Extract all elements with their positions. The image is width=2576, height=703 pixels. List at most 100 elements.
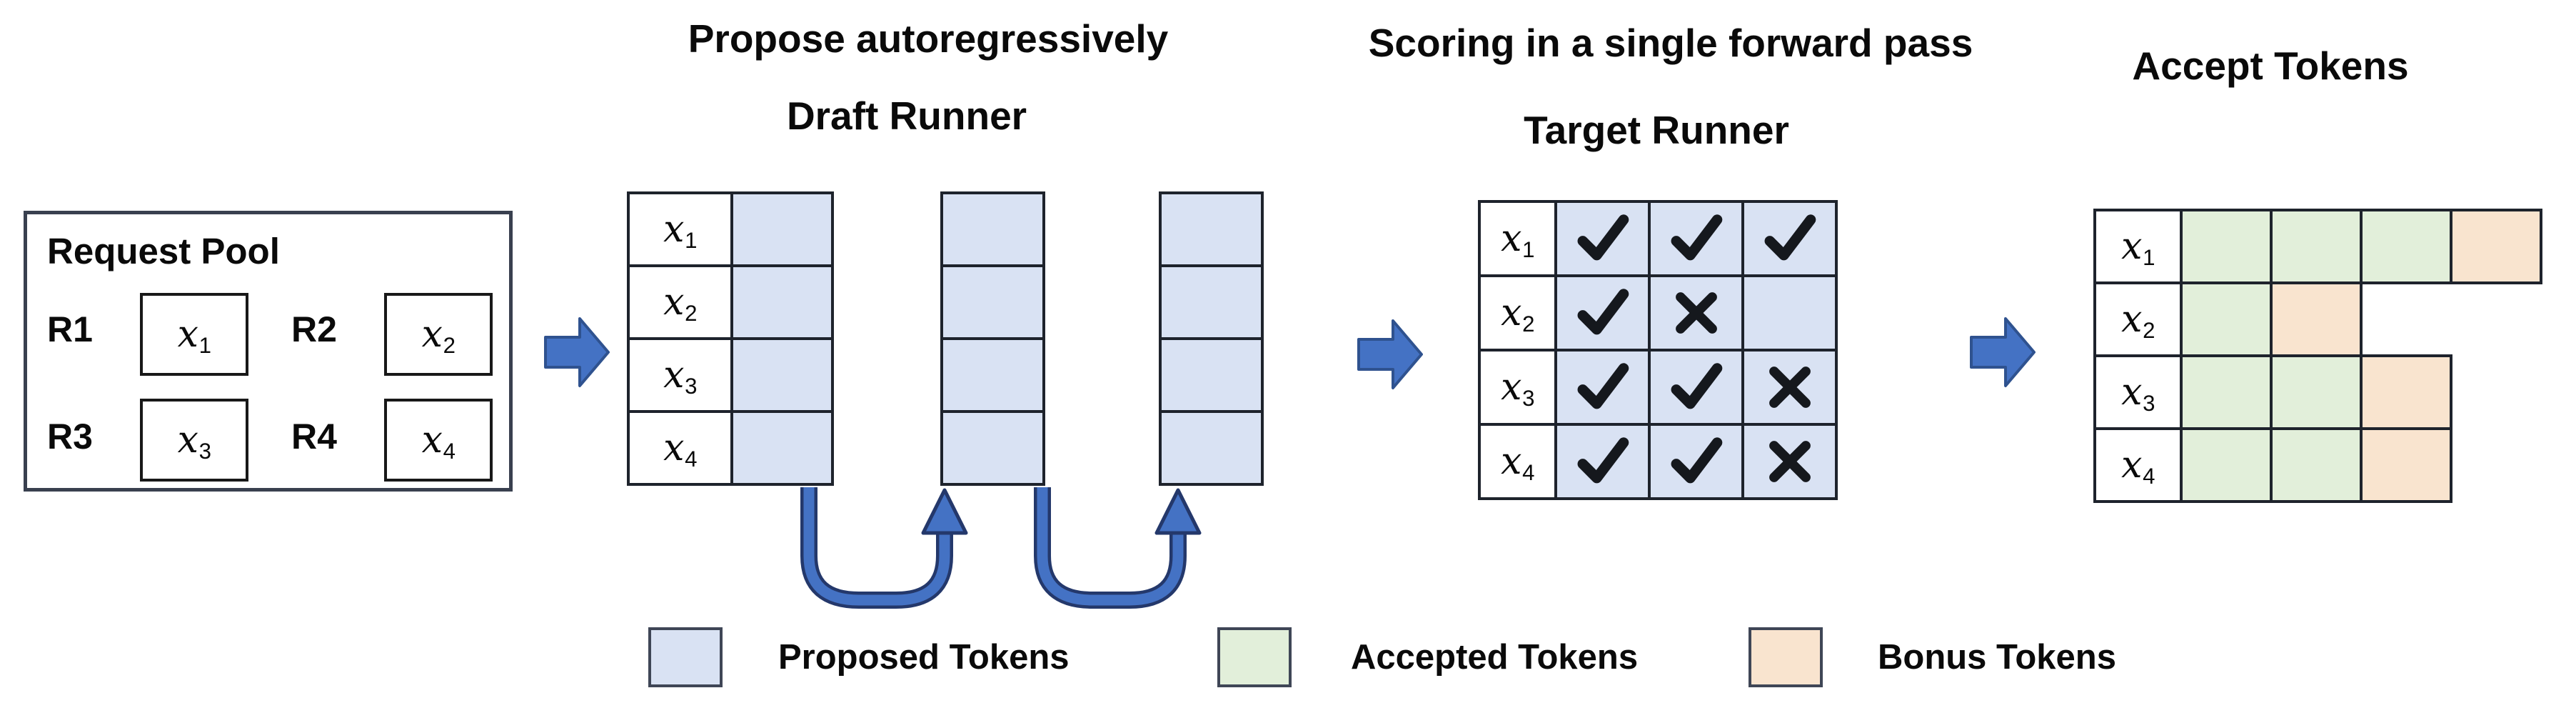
flow-arrow-icon — [1357, 319, 1423, 389]
check-icon — [1671, 363, 1722, 409]
token-label: x2 — [421, 313, 456, 358]
cross-icon — [1769, 441, 1811, 482]
target-row-label-cell: x4 — [1478, 423, 1557, 500]
score-cell — [1554, 274, 1651, 352]
token-label: x3 — [177, 419, 211, 464]
bonus-swatch — [1749, 627, 1823, 687]
accept-row-label-cell: x2 — [2093, 281, 2183, 357]
request-token-box: x3 — [140, 399, 248, 482]
bonus-legend-label: Bonus Tokens — [1878, 638, 2116, 677]
accepted-token-cell — [2360, 209, 2452, 284]
token-label: x1 — [177, 313, 211, 358]
token-label: x2 — [1501, 291, 1535, 336]
token-label: x4 — [1501, 440, 1535, 485]
check-icon — [1671, 437, 1722, 484]
target-row-label-cell: x1 — [1478, 200, 1557, 277]
proposed-token-cell — [940, 337, 1045, 413]
token-label: x1 — [663, 208, 698, 253]
accepted-swatch — [1217, 627, 1292, 687]
accepted-token-cell — [2180, 427, 2273, 503]
target-runner-title: Target Runner — [1524, 108, 1789, 152]
score-cell — [1741, 274, 1838, 352]
request-id-label: R2 — [291, 309, 337, 349]
token-label: x1 — [2121, 225, 2155, 270]
token-label: x4 — [2121, 444, 2155, 489]
loop-arrow-icon — [800, 487, 968, 609]
accept-row-label-cell: x1 — [2093, 209, 2183, 284]
proposed-token-cell — [1159, 337, 1264, 413]
proposed-token-cell — [730, 410, 834, 486]
proposed-token-cell — [1159, 264, 1264, 340]
request-id-label: R3 — [47, 417, 93, 457]
token-label: x4 — [663, 427, 698, 472]
score-cell — [1554, 349, 1651, 426]
proposed-token-cell — [940, 191, 1045, 267]
score-cell — [1554, 200, 1651, 277]
request-id-label: R1 — [47, 309, 93, 349]
draft-runner-title: Draft Runner — [786, 94, 1027, 138]
check-icon — [1577, 363, 1629, 409]
bonus-token-cell — [2360, 354, 2452, 430]
token-label: x4 — [421, 419, 456, 464]
request-pool-title: Request Pool — [47, 231, 280, 271]
score-cell — [1648, 200, 1744, 277]
token-label: x3 — [2121, 371, 2155, 416]
accepted-token-cell — [2270, 427, 2363, 503]
token-label: x3 — [1501, 366, 1535, 411]
accepted-token-cell — [2180, 281, 2273, 357]
request-token-box: x1 — [140, 293, 248, 376]
score-cell — [1741, 200, 1838, 277]
check-icon — [1764, 214, 1816, 261]
proposed-token-cell — [940, 264, 1045, 340]
target-row-label-cell: x2 — [1478, 274, 1557, 352]
accepted-token-cell — [2180, 354, 2273, 430]
check-icon — [1577, 289, 1629, 335]
accept-tokens-title: Accept Tokens — [2132, 44, 2409, 88]
accepted-legend-label: Accepted Tokens — [1351, 638, 1639, 677]
token-label: x2 — [2121, 298, 2155, 343]
flow-arrow-icon — [1970, 317, 2036, 387]
check-icon — [1671, 214, 1722, 261]
bonus-token-cell — [2450, 209, 2542, 284]
cross-icon — [1675, 292, 1717, 334]
draft-row-label-cell: x2 — [627, 264, 733, 340]
target-step-title: Scoring in a single forward pass — [1368, 21, 1973, 65]
score-cell — [1648, 349, 1744, 426]
score-cell — [1648, 423, 1744, 500]
draft-row-label-cell: x1 — [627, 191, 733, 267]
check-icon — [1577, 214, 1629, 261]
accept-row-label-cell: x4 — [2093, 427, 2183, 503]
proposed-token-cell — [730, 191, 834, 267]
score-cell — [1741, 349, 1838, 426]
draft-row-label-cell: x4 — [627, 410, 733, 486]
request-id-label: R4 — [291, 417, 337, 457]
proposed-legend-label: Proposed Tokens — [778, 638, 1070, 677]
proposed-token-cell — [940, 410, 1045, 486]
accepted-token-cell — [2270, 209, 2363, 284]
accepted-token-cell — [2270, 354, 2363, 430]
flow-arrow-icon — [544, 317, 610, 387]
proposed-token-cell — [1159, 410, 1264, 486]
score-cell — [1741, 423, 1838, 500]
proposed-swatch — [648, 627, 723, 687]
token-label: x3 — [663, 354, 698, 399]
proposed-token-cell — [1159, 191, 1264, 267]
score-cell — [1648, 274, 1744, 352]
bonus-token-cell — [2360, 427, 2452, 503]
accepted-token-cell — [2180, 209, 2273, 284]
accept-row-label-cell: x3 — [2093, 354, 2183, 430]
check-icon — [1577, 437, 1629, 484]
score-cell — [1554, 423, 1651, 500]
draft-row-label-cell: x3 — [627, 337, 733, 413]
bonus-token-cell — [2270, 281, 2363, 357]
token-label: x2 — [663, 281, 698, 326]
cross-icon — [1769, 367, 1811, 408]
draft-step-title: Propose autoregressively — [688, 16, 1169, 61]
proposed-token-cell — [730, 337, 834, 413]
token-label: x1 — [1501, 217, 1535, 262]
proposed-token-cell — [730, 264, 834, 340]
target-row-label-cell: x3 — [1478, 349, 1557, 426]
request-token-box: x4 — [384, 399, 493, 482]
